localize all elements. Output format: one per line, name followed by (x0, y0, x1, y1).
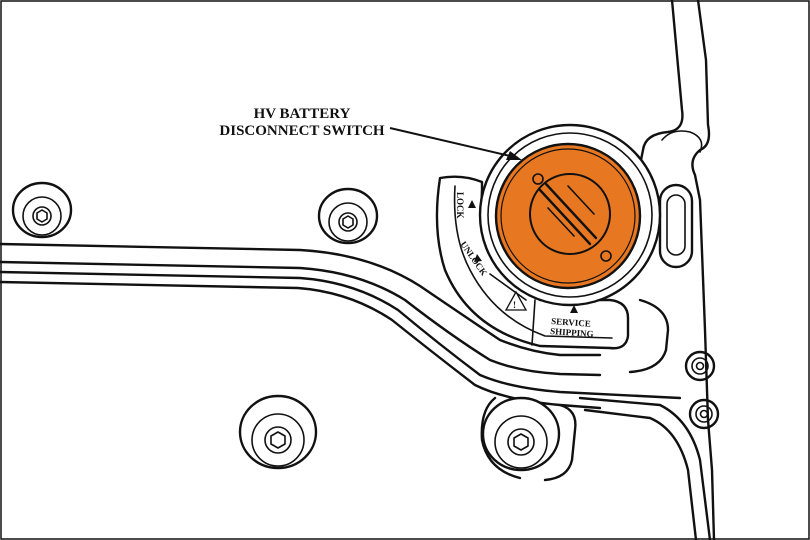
callout-leader-arrow (389, 127, 522, 160)
knob-dial (529, 173, 611, 255)
callout-line1: HV BATTERY (254, 106, 351, 122)
lock-label: LOCK (455, 192, 465, 219)
svg-text:!: ! (513, 300, 516, 310)
warning-triangle-icon: ! (504, 290, 528, 311)
disconnect-switch (478, 123, 662, 307)
lower-frame (480, 396, 712, 540)
bolt-top-middle (317, 187, 379, 245)
bolt-bottom-left (238, 394, 318, 470)
bolt-small-right-upper (684, 350, 716, 382)
lock-arrow-icon (468, 200, 476, 208)
callout-line2: DISCONNECT SWITCH (219, 123, 385, 139)
bolt-small-right-lower (688, 398, 720, 430)
slot-right (658, 183, 694, 269)
shipping-label: SHIPPING (550, 326, 594, 339)
service-label: SERVICE (551, 316, 591, 329)
bolt-bottom-middle (481, 396, 561, 472)
unlock-arrow-icon (474, 254, 482, 262)
bolt-top-left (11, 181, 73, 239)
service-arrow-icon (570, 305, 578, 313)
right-panel-outline (638, 0, 716, 540)
switch-knob (494, 142, 642, 290)
screw-hole-icon (600, 250, 612, 262)
screw-hole-icon (532, 173, 544, 185)
